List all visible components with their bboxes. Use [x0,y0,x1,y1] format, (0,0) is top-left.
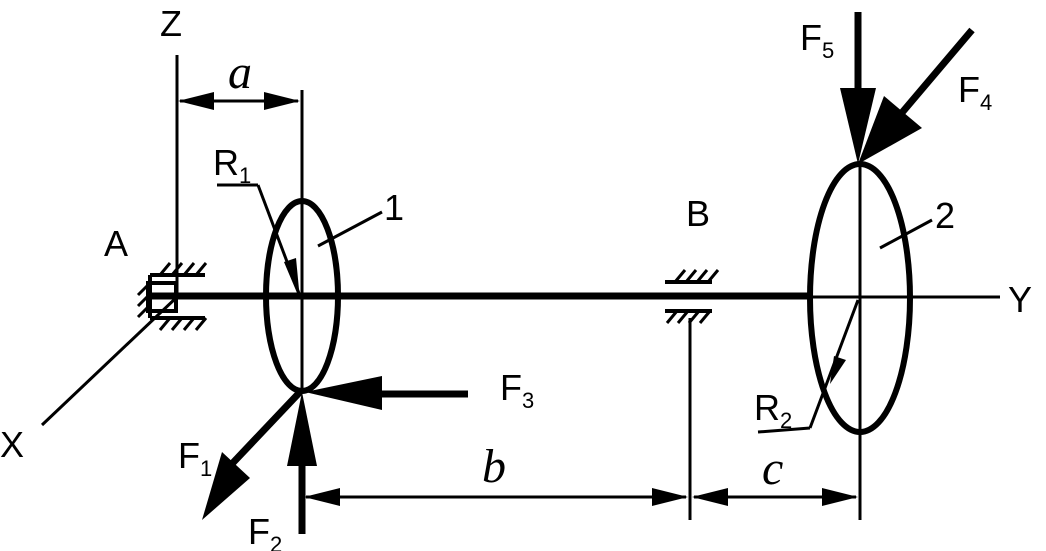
dimension-c-label: c [762,442,783,495]
f4-label: F4 [958,69,992,115]
r2-arrowhead [830,356,846,384]
wheel-1: 1 R1 [213,90,404,394]
f1-label: F1 [178,435,212,481]
f5-arrowhead [840,88,876,164]
f4-arrowhead [858,96,922,164]
support-b-label: B [686,193,710,234]
dimension-a-label: a [228,46,252,99]
support-b: B [665,193,720,324]
force-f3: F3 [305,367,534,413]
support-a: A [104,223,208,331]
r1-label: R1 [213,142,251,188]
dimension-b-label: b [482,440,506,493]
force-f1: F1 [178,389,303,520]
force-f2: F2 [248,392,317,551]
dimension-c: c [692,442,858,506]
f5-label: F5 [800,17,834,63]
wheel-2: 2 R2 [754,161,955,520]
f1-arrowhead [202,452,250,520]
r2-leader [757,426,811,434]
f3-arrowhead [305,376,382,410]
force-f4: F4 [858,27,992,164]
wheel-2-leader [879,218,933,250]
f2-arrowhead [287,392,317,466]
wheel-1-label: 1 [384,187,404,228]
f2-label: F2 [248,511,282,551]
support-a-label: A [104,223,128,264]
dimension-a: a [178,46,300,110]
wheel-1-leader [317,210,383,248]
r1-arrowhead [284,258,300,300]
dimension-b: b [304,318,692,520]
f3-label: F3 [500,367,534,413]
r2-label: R2 [754,387,792,433]
force-f5: F5 [800,12,876,164]
x-axis-label: X [0,424,24,465]
y-axis-label: Y [1008,279,1032,320]
z-axis-label: Z [160,3,182,44]
wheel-2-label: 2 [935,195,955,236]
